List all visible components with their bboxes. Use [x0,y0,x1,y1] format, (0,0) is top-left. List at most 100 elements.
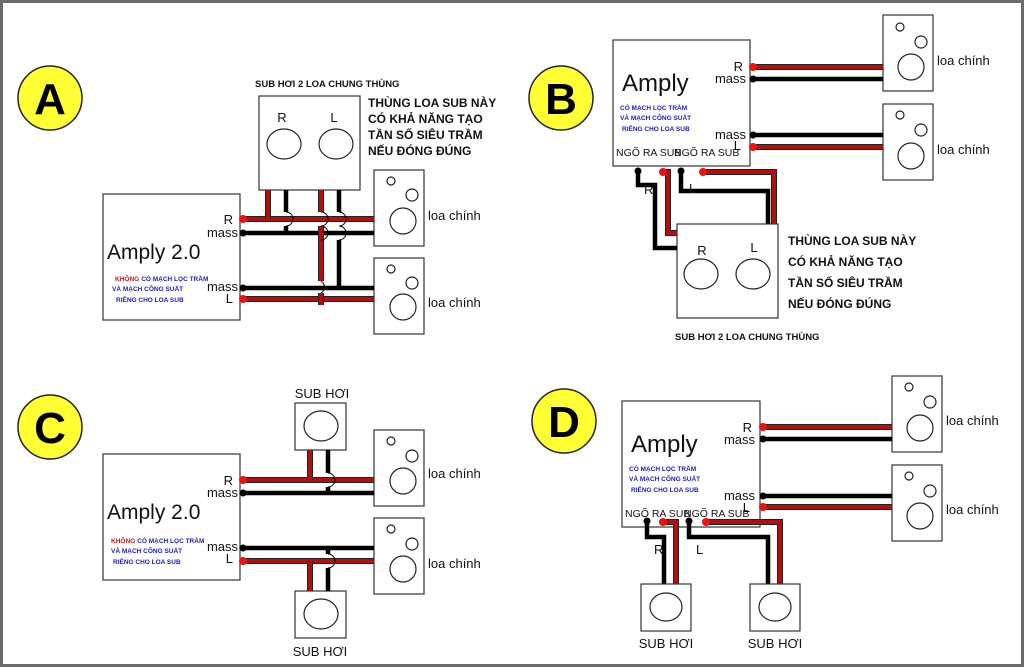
sub-d-2 [749,583,801,632]
badge-b-label: B [545,75,577,124]
amp-b-term-l: L [734,138,741,153]
amp-d-note-2: VÀ MẠCH CÔNG SUẤT [629,473,700,483]
sub-b-ch-l: L [750,240,757,255]
speaker-a-2-label: loa chính [428,295,481,310]
sub-a-desc-1: THÙNG LOA SUB NÀY [368,95,496,110]
wires-b [634,63,883,251]
amp-c-term-l: L [226,551,233,566]
amp-a-term-mass-2: mass [207,279,239,294]
sub-b-ch-r: R [697,243,706,258]
sub-b-cone-l [735,258,771,290]
amp-a-term-r: R [224,212,233,227]
sub-b-title: SUB HƠI 2 LOA CHUNG THÙNG [675,331,819,343]
wires-d [643,423,892,584]
sub-c-2 [294,590,347,639]
speaker-d-2 [891,464,943,542]
panel-d: D Amply CÓ MẠCH LỌC TRẦM VÀ MẠCH CÔNG SU… [531,375,999,651]
speaker-c-1 [373,429,425,507]
amp-a-note-3: RIÊNG CHO LOA SUB [116,295,184,304]
speaker-b-1-label: loa chính [937,53,990,68]
amp-b-term-mass-1: mass [715,71,747,86]
badge-d [531,388,597,454]
amp-a-title: Amply 2.0 [107,241,200,264]
speaker-c-2 [373,517,425,595]
amp-b-title: Amply [622,70,689,97]
amp-b-term-r: R [734,59,743,74]
amp-c-note-2: VÀ MẠCH CÔNG SUẤT [111,545,182,555]
sub-a-cone-l [318,128,354,160]
amp-d-note-3: RIÊNG CHO LOA SUB [631,485,699,494]
amp-b-term-mass-2: mass [715,127,747,142]
wire-b-label-r: R [644,182,653,197]
amplifier-a [102,193,241,321]
speaker-c-1-label: loa chính [428,466,481,481]
wire-d-label-r: R [654,542,663,557]
panel-b: B Amply CÓ MẠCH LỌC TRẦM VÀ MẠCH CÔNG SU… [528,14,990,343]
wire-d-label-l: L [696,542,703,557]
speaker-d-2-label: loa chính [946,502,999,517]
amplifier-d [621,400,761,528]
badge-a-label: A [34,75,66,124]
amp-b-note-3: RIÊNG CHO LOA SUB [622,124,690,133]
wires-a [239,190,374,305]
sub-d-2-label: SUB HƠI [748,636,803,651]
speaker-d-1 [891,375,943,453]
amp-a-note-2: VÀ MẠCH CÔNG SUẤT [112,283,183,293]
speaker-a-1-label: loa chính [428,208,481,223]
amp-c-term-mass-1: mass [207,485,239,500]
sub-a-desc-4: NẾU ĐÓNG ĐÚNG [368,143,471,158]
wires-c [239,450,374,591]
speaker-d-1-label: loa chính [946,413,999,428]
badge-c [17,394,83,460]
amplifier-c [102,453,241,581]
amp-c-term-mass-2: mass [207,539,239,554]
amp-d-term-mass-2: mass [724,488,756,503]
sub-a-cone-r [266,128,302,160]
amp-b-sub-out-r: NGÕ RA SUB [616,146,681,159]
sub-d-1 [640,583,692,632]
sub-a-ch-r: R [277,110,286,125]
sub-c-2-label: SUB HƠI [293,644,348,659]
sub-d-1-label: SUB HƠI [639,636,694,651]
sub-b-cone-r [683,258,719,290]
amp-d-term-r: R [743,420,752,435]
amp-c-note-3: RIÊNG CHO LOA SUB [113,557,181,566]
sub-a-ch-l: L [330,110,337,125]
amp-d-term-mass-1: mass [724,432,756,447]
amp-d-sub-out-r: NGÕ RA SUB [625,507,690,520]
amp-d-sub-out-l: NGÕ RA SUB [684,507,749,520]
amp-a-term-mass-1: mass [207,225,239,240]
speaker-b-2-label: loa chính [937,142,990,157]
speaker-c-2-label: loa chính [428,556,481,571]
amp-d-term-l: L [743,500,750,515]
sub-b-desc-4: NẾU ĐÓNG ĐÚNG [788,296,891,311]
amp-c-title: Amply 2.0 [107,501,200,524]
sub-b-desc-3: TẦN SỐ SIÊU TRẦM [788,275,903,290]
sub-a-desc-2: CÓ KHẢ NĂNG TẠO [368,111,483,126]
badge-d-label: D [548,398,580,447]
amp-b-note-2: VÀ MẠCH CÔNG SUẤT [620,112,691,122]
speaker-a-1 [373,169,425,247]
badge-c-label: C [34,404,66,453]
sub-a-title: SUB HƠI 2 LOA CHUNG THÙNG [255,78,399,90]
sub-c-1-label: SUB HƠI [295,386,350,401]
sub-b-desc-2: CÓ KHẢ NĂNG TẠO [788,254,903,269]
amp-d-title: Amply [631,431,698,458]
speaker-b-1 [882,14,934,92]
speaker-a-2 [373,257,425,335]
wire-b-label-l: L [689,181,696,196]
amp-b-sub-out-l: NGÕ RA SUB [674,146,739,159]
amp-a-term-l: L [226,291,233,306]
badge-b [528,65,594,131]
badge-a [17,65,83,131]
sub-a-desc-3: TẦN SỐ SIÊU TRẦM [368,127,483,142]
amplifier-b [612,39,751,167]
speaker-b-2 [882,103,934,181]
amp-d-note-1: CÓ MẠCH LỌC TRẦM [629,463,696,473]
amp-c-term-r: R [224,473,233,488]
sub-b-desc-1: THÙNG LOA SUB NÀY [788,233,916,248]
